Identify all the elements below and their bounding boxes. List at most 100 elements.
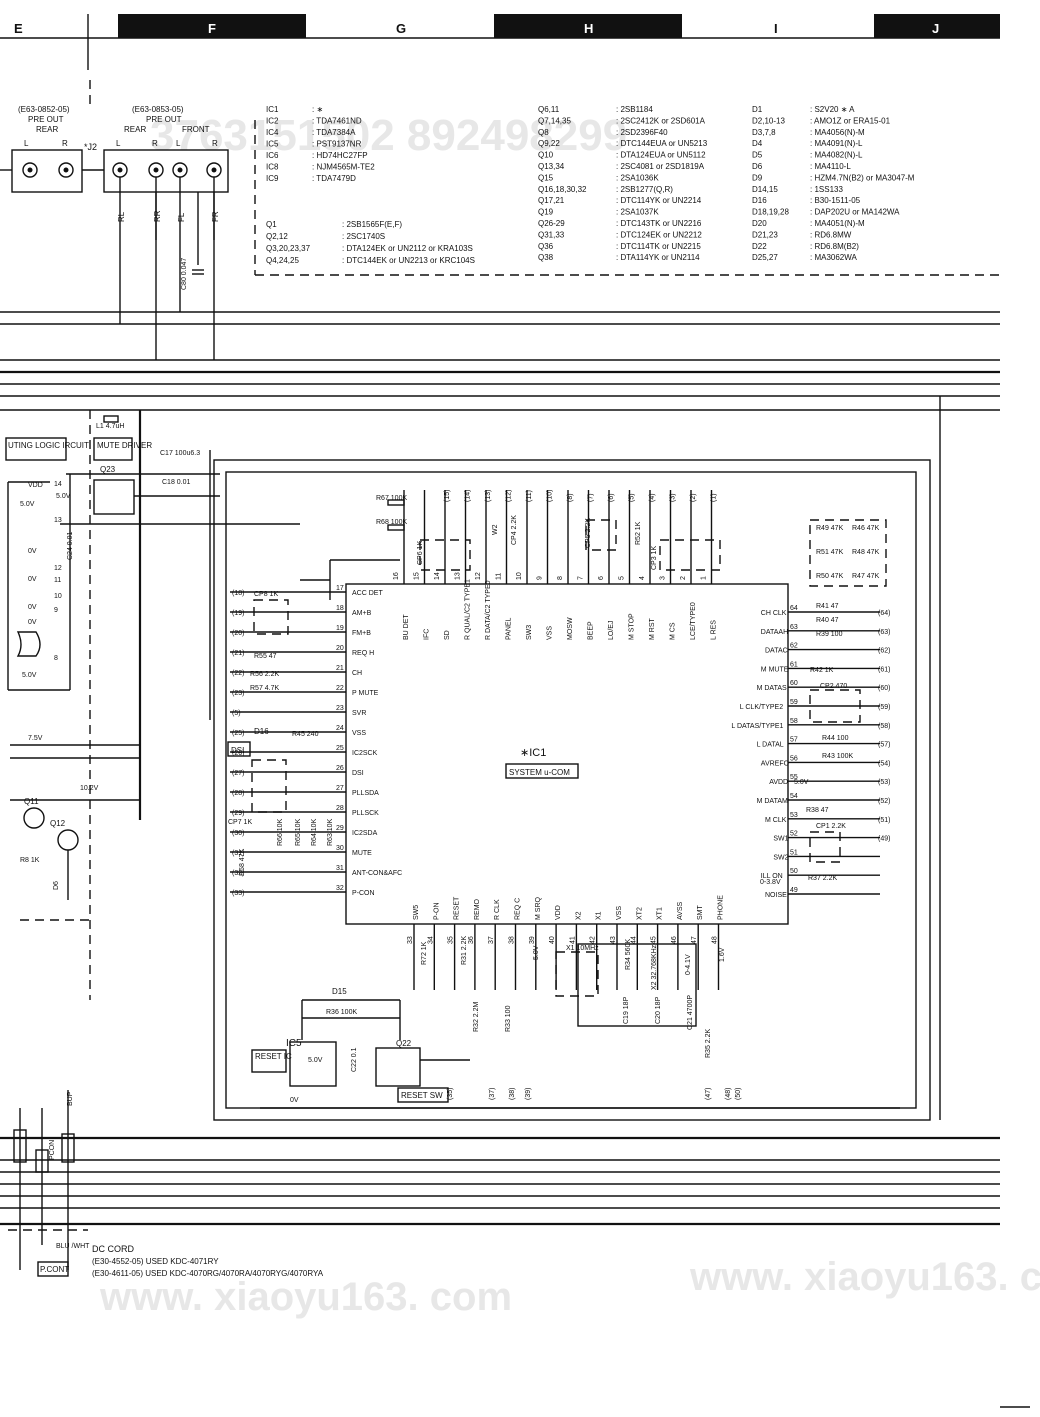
sig-fr: FR [211, 211, 220, 222]
parts-ref: IC5 [266, 140, 279, 149]
parts-ref: Q10 [538, 151, 554, 160]
ic1-pin-number: 1 [701, 576, 708, 580]
rear-pin-r: R [62, 139, 68, 148]
wire-number: (63) [878, 629, 890, 636]
svg-text:8: 8 [54, 655, 58, 662]
vdd-label: VDD [28, 482, 43, 489]
c21: C21 4700P [687, 995, 694, 1030]
ic1-pin-number: 17 [336, 585, 344, 592]
parts-value: : DTC144EUA or UN5213 [616, 139, 708, 148]
ic1-pin-name: VSS [352, 730, 366, 737]
parts-value: : 2SB1565F(E,F) [342, 220, 402, 229]
ic1-pin-name: VSS [616, 906, 623, 920]
ic1-pin-number: 60 [790, 680, 798, 687]
ic1-pin-name: SW5 [413, 905, 420, 920]
wire-number: (60) [878, 685, 890, 692]
wire-number: (32) [232, 870, 244, 877]
ic1-pin-number: 20 [336, 645, 344, 652]
parts-value: : 2SA1037K [616, 208, 659, 217]
ic1-pin-name: L CLK/TYPE2 [740, 704, 783, 711]
front-pin-4: R [212, 139, 218, 148]
x1: X1 10MHz [566, 945, 599, 952]
parts-value: : B30-1511-05 [810, 196, 861, 205]
wire-number: (59) [878, 704, 890, 711]
ic1-pin-name: IC2SDA [352, 830, 378, 837]
r36: R36 100K [326, 1009, 357, 1016]
parts-value: : NJM4565M-TE2 [312, 163, 375, 172]
reset-ic: RESET IC [255, 1052, 292, 1061]
pre-out-connectors: (E63-0852-05) PRE OUT REAR L R *J2 (E63-… [0, 105, 229, 290]
ic1-pin-number: 54 [790, 793, 798, 800]
ic1-pin-number: 61 [790, 661, 798, 668]
r38: R38 47 [806, 807, 829, 814]
wire-number: (50) [735, 1088, 742, 1100]
c17-label: C17 100u6.3 [160, 450, 200, 457]
parts-value: : MA4051(N)-M [810, 219, 865, 228]
ic1-pin-number: 2 [680, 576, 687, 580]
ic1-pin-number: 8 [557, 576, 564, 580]
wire-number: (54) [878, 760, 890, 767]
ic1-pin-name: CH CLK [761, 610, 787, 617]
parts-ref: Q7,14,35 [538, 116, 571, 125]
r56: R56 2.2K [250, 671, 280, 678]
ic1-pin-name: SW2 [773, 854, 788, 861]
ic1-pin-number: 33 [407, 936, 414, 944]
r49: R49 47K [816, 525, 844, 532]
parts-value: : AMO1Z or ERA15-01 [810, 116, 891, 125]
ic1-pin-name: ACC DET [352, 590, 383, 597]
parts-value: : 2SA1036K [616, 173, 659, 182]
parts-value: : DAP202U or MA142WA [810, 208, 900, 217]
parts-ref: Q9,22 [538, 139, 560, 148]
wire-number: (25) [232, 730, 244, 737]
parts-ref: D5 [752, 151, 763, 160]
zone-label-f: F [208, 21, 216, 36]
r41: R41 47 [816, 603, 839, 610]
wire-number: (14) [465, 490, 472, 502]
wire-number: (58) [878, 723, 890, 730]
front-pin-2: R [152, 139, 158, 148]
r47: R47 47K [852, 573, 880, 580]
wire-number: (35) [447, 1088, 454, 1100]
wire-number: (2) [690, 493, 697, 502]
ic1-pin-number: 26 [336, 765, 344, 772]
parts-value: : RD6.8MW [810, 230, 852, 239]
ic1-pin-name: ANT-CON&AFC [352, 870, 402, 877]
ic1-pin-name: RESET [454, 896, 461, 920]
mute-driver-label: MUTE DRIVER [97, 441, 152, 450]
ic1-pin-number: 51 [790, 849, 798, 856]
ic1-pin-name: P MUTE [352, 690, 379, 697]
ic1-pin-number: 23 [336, 705, 344, 712]
parts-ref: Q2,12 [266, 232, 288, 241]
parts-value: : PST9137NR [312, 140, 362, 149]
parts-value: : HZM4.7N(B2) or MA3047-M [810, 173, 915, 182]
ic1-name: SYSTEM u-COM [509, 768, 570, 777]
parts-ref: D16 [752, 196, 767, 205]
parts-ref: D25,27 [752, 253, 778, 262]
svg-text:5.0V: 5.0V [308, 1057, 323, 1064]
ic1-pin-name: M CS [670, 622, 677, 640]
dsi-box: DSI [231, 746, 244, 755]
wire-number: (53) [878, 779, 890, 786]
wire-number: (52) [878, 798, 890, 805]
parts-value: : DTA124EK or UN2112 or KRA103S [342, 244, 473, 253]
ic1-pin-number: 48 [712, 936, 719, 944]
r40: R40 47 [816, 617, 839, 624]
harness-wire-color: BLU /WHT [56, 1243, 90, 1250]
parts-value: : MA4091(N)-L [810, 139, 863, 148]
parts-value: : 2SB1277(Q,R) [616, 185, 673, 194]
sig-rr: RR [153, 210, 162, 222]
ic1-pin-name: M RST [649, 618, 656, 641]
harness-pcont: P.CONT [40, 1265, 69, 1274]
harness-pcon: PCON [49, 1140, 56, 1160]
v-7-5: 7.5V [28, 735, 43, 742]
parts-ref: D9 [752, 173, 763, 182]
ic1-pin-name: L RES [711, 620, 718, 640]
dc-cord-note1: (E30-4552-05) USED KDC-4071RY [92, 1257, 219, 1266]
wire-number: (1) [711, 493, 718, 502]
ic1-pin-number: 36 [468, 936, 475, 944]
ic1-pin-number: 22 [336, 685, 344, 692]
ic1-pin-number: 56 [790, 755, 798, 762]
wire-number: (5) [232, 710, 241, 717]
